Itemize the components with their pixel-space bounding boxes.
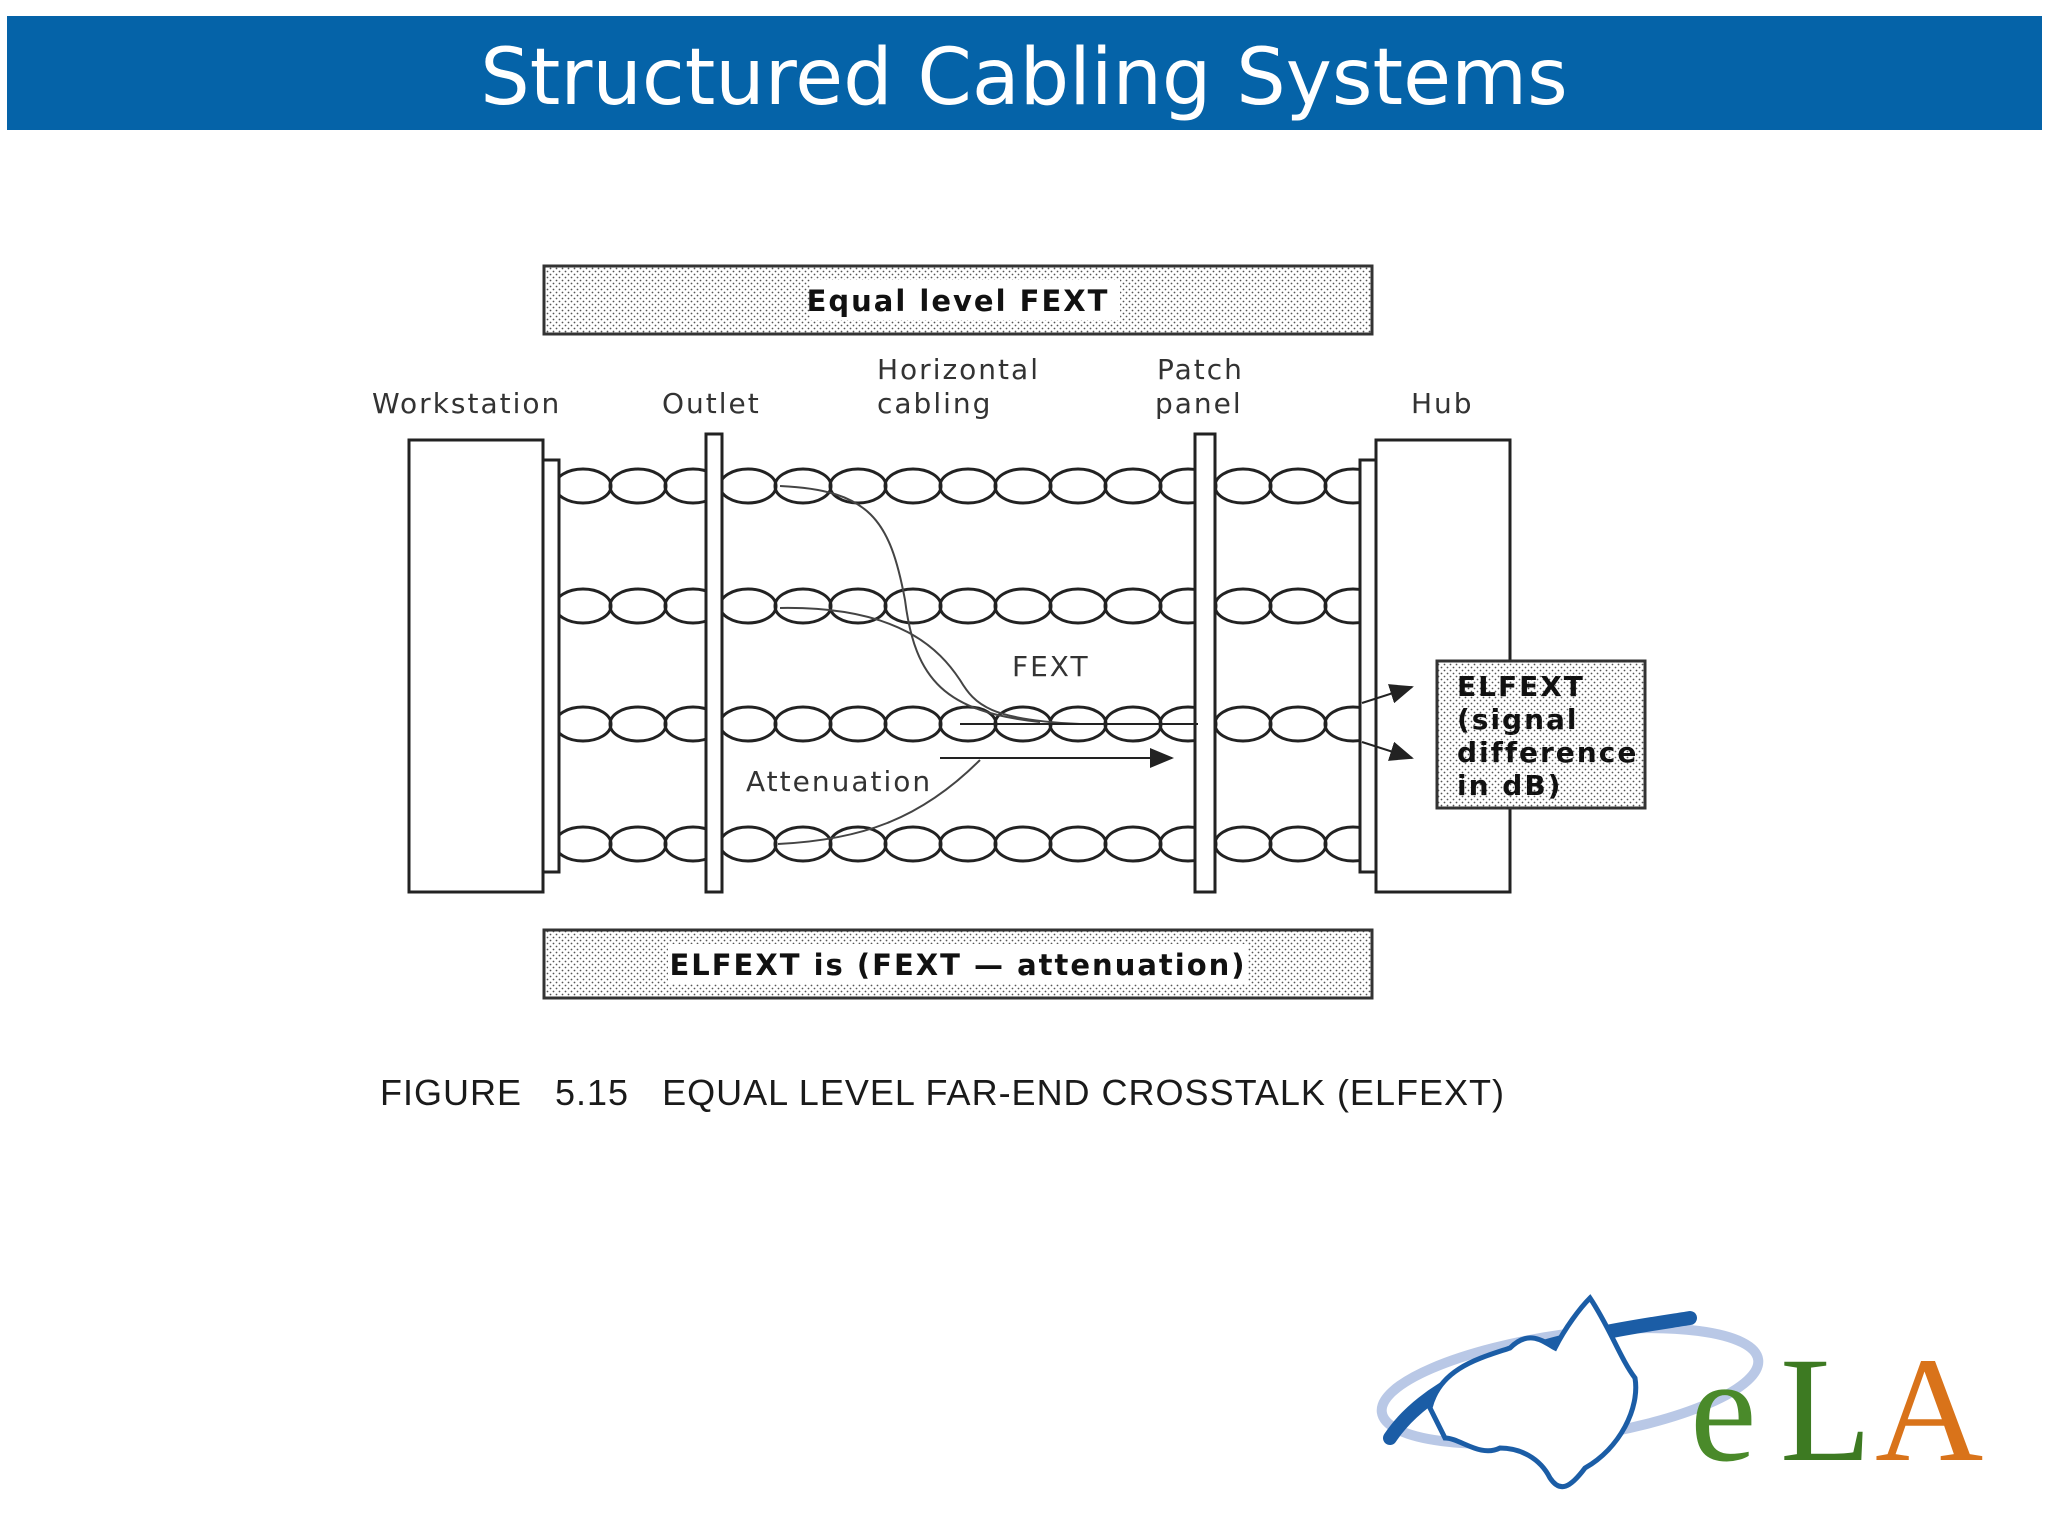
cable-twist-1: [718, 467, 778, 505]
figure-number: FIGURE 5.15: [380, 1072, 630, 1113]
cable-twist-3: [773, 705, 833, 743]
australia-outline-icon: [1427, 1294, 1639, 1490]
attenuation-label: Attenuation: [746, 765, 932, 798]
workstation-label: Workstation: [372, 387, 561, 420]
elfext-formula-label: ELFEXT is (FEXT — attenuation): [669, 948, 1246, 982]
equal-level-fext-box: [542, 264, 1374, 336]
cable-twist-4: [1103, 825, 1163, 863]
cable-twist-4: [883, 825, 943, 863]
cable-twist-2: [608, 587, 668, 625]
logo-letter-A: A: [1875, 1327, 1983, 1493]
horizontal-cabling-label-2: cabling: [877, 387, 992, 420]
cable-twist-4: [608, 825, 668, 863]
cable-twist-1: [1103, 467, 1163, 505]
cable-twist-4: [1048, 825, 1108, 863]
patch-panel-label-1: Patch: [1157, 353, 1244, 386]
horizontal-cabling-label-1: Horizontal: [877, 353, 1040, 386]
hub-label: Hub: [1411, 387, 1474, 420]
fext-curve-1: [779, 485, 1041, 723]
elfext-box-line-1: ELFEXT: [1457, 670, 1585, 703]
elfext-box: [1435, 659, 1647, 810]
cable-twist-3: [718, 705, 778, 743]
cable-twist-3: [1268, 705, 1328, 743]
workstation-connector: [541, 458, 561, 874]
cable-twist-1: [1048, 467, 1108, 505]
cable-twist-2: [1213, 587, 1273, 625]
outlet-panel: [704, 432, 724, 894]
cable-twist-2: [718, 587, 778, 625]
cable-twist-1: [828, 467, 888, 505]
cable-twist-1: [993, 467, 1053, 505]
logo-letter-L: L: [1780, 1327, 1872, 1493]
slide-title: Structured Cabling Systems: [480, 33, 1568, 123]
cable-twist-1: [938, 467, 998, 505]
patch-panel-label-2: panel: [1155, 387, 1243, 420]
cable-twist-3: [553, 705, 613, 743]
cable-twist-3: [608, 705, 668, 743]
workstation-block: [407, 438, 545, 894]
patch-panel: [1193, 432, 1217, 894]
cable-twist-2: [773, 587, 833, 625]
elfext-box-line-3: difference: [1457, 736, 1638, 769]
twisted-pair-cables: [553, 467, 1383, 863]
elfext-box-line-2: (signal: [1457, 703, 1579, 736]
cable-twist-2: [1268, 587, 1328, 625]
cable-twist-2: [553, 587, 613, 625]
cable-twist-3: [1213, 705, 1273, 743]
cable-twist-2: [1103, 587, 1163, 625]
cable-twist-1: [1213, 467, 1273, 505]
cable-twist-4: [553, 825, 613, 863]
fext-curve-2: [779, 606, 1081, 725]
attenuation-curve: [777, 759, 981, 845]
figure-title: EQUAL LEVEL FAR-END CROSSTALK (ELFEXT): [662, 1072, 1505, 1113]
cable-twist-4: [938, 825, 998, 863]
elfext-box-line-4: in dB): [1457, 769, 1562, 802]
ela-logo: e L A: [1376, 1294, 1983, 1493]
cable-twist-4: [718, 825, 778, 863]
cable-twist-2: [828, 587, 888, 625]
outlet-label: Outlet: [662, 387, 761, 420]
cable-twist-2: [993, 587, 1053, 625]
figure-caption: FIGURE 5.15 EQUAL LEVEL FAR-END CROSSTAL…: [380, 1072, 1505, 1114]
cable-twist-4: [993, 825, 1053, 863]
elfext-arrow-up: [1361, 684, 1414, 704]
cable-twist-2: [1048, 587, 1108, 625]
logo-letter-e: e: [1690, 1327, 1757, 1493]
cable-twist-3: [883, 705, 943, 743]
elfext-arrow-down: [1361, 741, 1414, 761]
cable-twist-1: [553, 467, 613, 505]
cable-twist-4: [1268, 825, 1328, 863]
cable-twist-3: [828, 705, 888, 743]
title-bar: [7, 16, 2042, 130]
cable-twist-1: [608, 467, 668, 505]
equal-level-fext-label: Equal level FEXT: [807, 284, 1110, 318]
cable-twist-2: [938, 587, 998, 625]
cable-twist-1: [1268, 467, 1328, 505]
fext-label: FEXT: [1012, 650, 1090, 683]
hub-connector: [1358, 458, 1378, 874]
cable-twist-2: [883, 587, 943, 625]
cable-twist-1: [883, 467, 943, 505]
cable-twist-4: [1213, 825, 1273, 863]
